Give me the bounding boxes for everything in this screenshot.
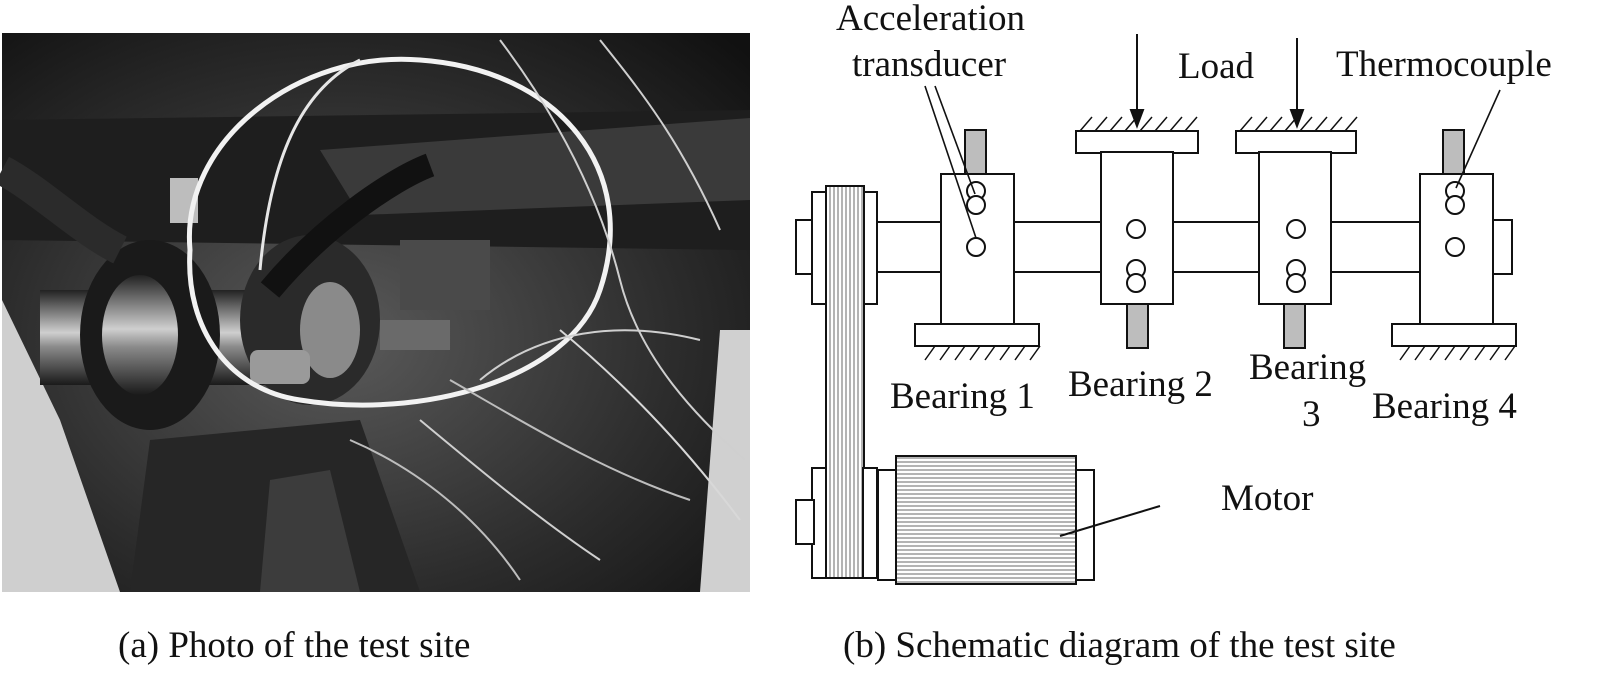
bearing-3	[1235, 38, 1358, 349]
acceleration-transducer-label-line1: Acceleration	[836, 0, 1025, 39]
schematic-diagram	[795, 34, 1517, 585]
bearing-2	[1075, 34, 1199, 349]
motor	[877, 455, 1161, 585]
belt-drive	[795, 185, 878, 579]
bearing-4	[1391, 129, 1517, 361]
bearing-4-label: Bearing 4	[1372, 386, 1517, 427]
motor-label: Motor	[1221, 478, 1314, 519]
test-site-photo	[0, 33, 750, 592]
caption-schematic: (b) Schematic diagram of the test site	[843, 625, 1396, 666]
load-label: Load	[1178, 46, 1255, 87]
bearing-1-label: Bearing 1	[890, 376, 1035, 417]
caption-photo: (a) Photo of the test site	[118, 625, 471, 666]
bearing-3-label-line2: 3	[1302, 394, 1321, 435]
thermocouple-label: Thermocouple	[1336, 44, 1552, 85]
leader-lines	[924, 85, 1501, 239]
bearing-3-label-line1: Bearing	[1249, 347, 1367, 388]
bearing-1	[914, 129, 1041, 361]
acceleration-transducer-label-line2: transducer	[852, 44, 1007, 85]
bearing-2-label: Bearing 2	[1068, 364, 1213, 405]
